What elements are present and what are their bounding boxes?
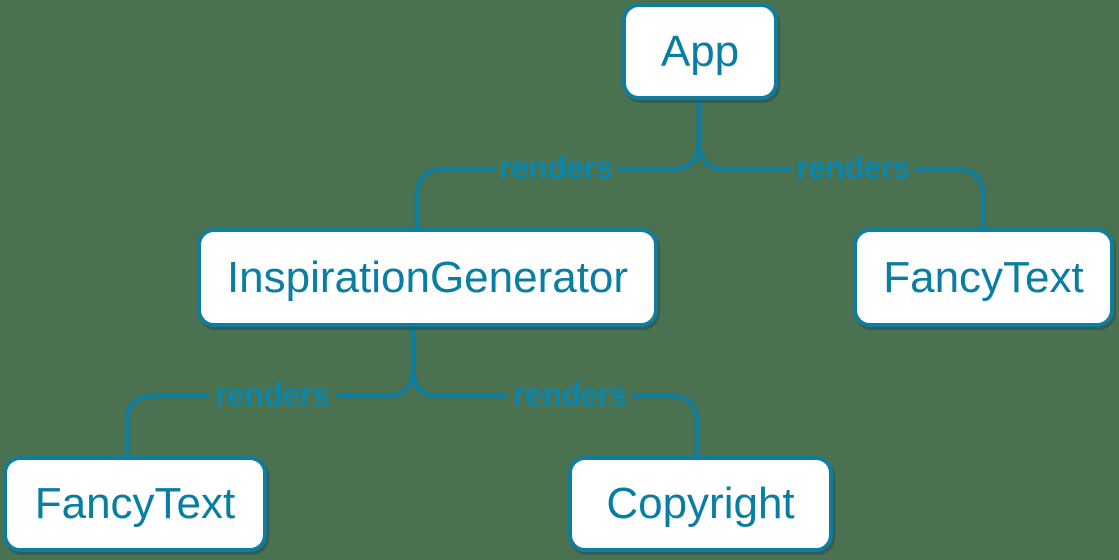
edge-label-app-inspirationgenerator: renders xyxy=(495,149,617,187)
edge-inspirationgenerator-to-copyright xyxy=(410,324,700,459)
edge-label-ig-fancytext: renders xyxy=(211,376,333,414)
node-inspiration-generator: InspirationGenerator xyxy=(197,228,658,327)
node-fancy-text-top: FancyText xyxy=(853,228,1114,327)
edge-label-ig-copyright: renders xyxy=(509,376,631,414)
edge-app-to-fancytext xyxy=(696,97,986,231)
node-copyright: Copyright xyxy=(568,456,833,552)
node-fancy-text-bottom: FancyText xyxy=(3,456,267,552)
edge-label-app-fancytext: renders xyxy=(792,149,914,187)
node-app: App xyxy=(622,3,778,100)
